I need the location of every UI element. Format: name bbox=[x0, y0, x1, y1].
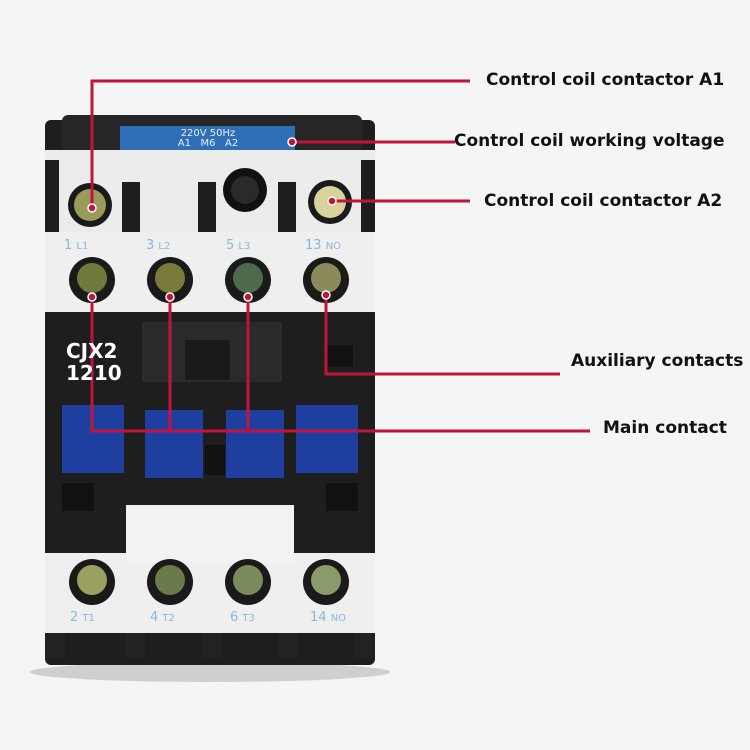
terminal-tag: T3 bbox=[242, 613, 255, 624]
terminal-tag: L2 bbox=[158, 241, 171, 252]
foot bbox=[45, 633, 65, 658]
terminal-number: 5 bbox=[226, 238, 235, 253]
separator bbox=[198, 182, 216, 232]
screw-head bbox=[231, 176, 259, 204]
nameplate-text: 220V 50Hz A1 M6 A2 bbox=[128, 129, 288, 149]
separator bbox=[122, 182, 140, 232]
annotation-auxiliary: Auxiliary contacts bbox=[571, 351, 744, 371]
dot-l3 bbox=[243, 292, 253, 302]
line-screws bbox=[69, 257, 349, 303]
terminal-tag: L1 bbox=[76, 241, 89, 252]
terminal-label-l2: 3 L2 bbox=[146, 238, 170, 253]
blue-block-l2 bbox=[145, 410, 203, 478]
foot bbox=[125, 633, 145, 658]
dot-l2 bbox=[165, 292, 175, 302]
terminal-number: 6 bbox=[230, 610, 239, 625]
foot bbox=[355, 633, 375, 658]
nameplate-rating: 220V 50Hz bbox=[180, 128, 236, 139]
blue-block-right bbox=[296, 405, 358, 473]
slider-base bbox=[126, 548, 294, 563]
annotation-coil-a2: Control coil contactor A2 bbox=[484, 191, 723, 211]
terminal-number: 14 bbox=[310, 610, 327, 625]
side-rail bbox=[45, 160, 59, 235]
screw-head bbox=[155, 263, 185, 293]
foot bbox=[202, 633, 222, 658]
nameplate bbox=[120, 126, 295, 154]
terminal-tag: L3 bbox=[238, 241, 251, 252]
terminal-number: 2 bbox=[70, 610, 79, 625]
screw-head bbox=[77, 263, 107, 293]
terminal-label-t2: 4 T2 bbox=[150, 610, 175, 625]
model-line2: 1210 bbox=[66, 361, 122, 385]
separator bbox=[278, 182, 296, 232]
terminal-tag: T2 bbox=[162, 613, 175, 624]
dot-l1 bbox=[87, 292, 97, 302]
terminal-label-t1: 2 T1 bbox=[70, 610, 95, 625]
leader-a1 bbox=[90, 79, 470, 208]
armature-slot bbox=[185, 340, 230, 380]
dot-13no bbox=[321, 290, 331, 300]
center-gap bbox=[205, 445, 225, 475]
dot-a2 bbox=[327, 196, 337, 206]
foot bbox=[278, 633, 298, 658]
screw-head bbox=[77, 565, 107, 595]
aux-slot bbox=[325, 345, 353, 367]
terminal-number: 1 bbox=[64, 238, 73, 253]
leader-lines bbox=[90, 79, 590, 433]
leader-auxiliary bbox=[324, 295, 560, 376]
annotation-coil-a1: Control coil contactor A1 bbox=[486, 70, 725, 90]
screw-head bbox=[233, 263, 263, 293]
square-right bbox=[326, 483, 358, 511]
screw-head bbox=[311, 263, 341, 293]
screw-head bbox=[311, 565, 341, 595]
terminal-tag: T1 bbox=[82, 613, 95, 624]
screw-head bbox=[155, 565, 185, 595]
terminal-number: 13 bbox=[305, 238, 322, 253]
model-line1: CJX2 bbox=[66, 339, 118, 363]
annotation-main-contact: Main contact bbox=[603, 418, 727, 438]
terminal-tag: NO bbox=[325, 241, 342, 252]
nameplate-terminals: A1 M6 A2 bbox=[177, 138, 239, 149]
square-left bbox=[62, 483, 94, 511]
terminal-label-14no: 14 NO bbox=[310, 610, 346, 625]
terminal-label-l1: 1 L1 bbox=[64, 238, 88, 253]
terminal-number: 3 bbox=[146, 238, 155, 253]
blue-block-l3 bbox=[226, 410, 284, 478]
drop-shadow bbox=[30, 662, 390, 682]
annotation-coil-voltage: Control coil working voltage bbox=[454, 131, 725, 151]
dot-voltage bbox=[287, 137, 297, 147]
screw-head bbox=[233, 565, 263, 595]
leader-main bbox=[90, 297, 590, 433]
side-rail bbox=[361, 160, 375, 235]
load-screws bbox=[69, 559, 349, 605]
terminal-label-t3: 6 T3 bbox=[230, 610, 255, 625]
leader-dots bbox=[87, 137, 337, 302]
dot-a1 bbox=[87, 203, 97, 213]
terminal-label-13no: 13 NO bbox=[305, 238, 341, 253]
model-label: CJX2 1210 bbox=[66, 340, 122, 384]
terminal-label-l3: 5 L3 bbox=[226, 238, 250, 253]
terminal-number: 4 bbox=[150, 610, 159, 625]
terminal-tag: NO bbox=[330, 613, 347, 624]
